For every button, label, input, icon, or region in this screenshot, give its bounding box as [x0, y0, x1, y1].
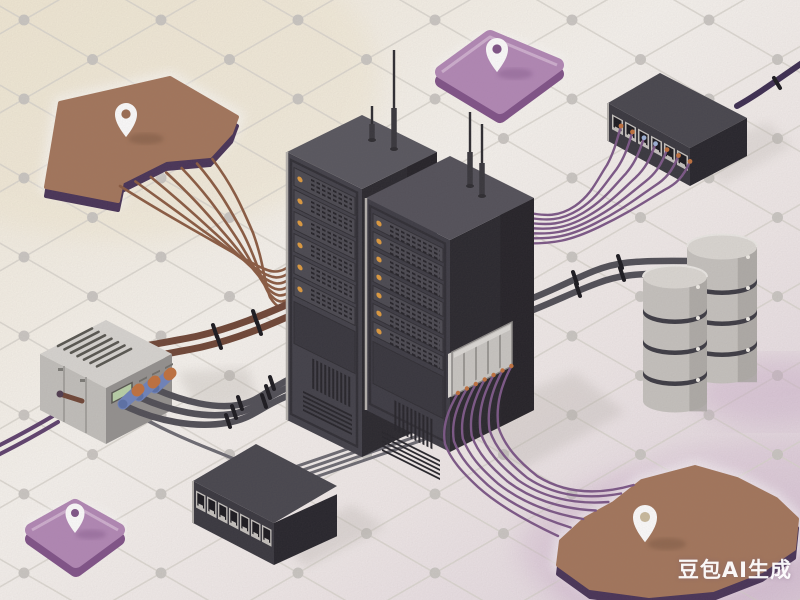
pin-shadow: [497, 68, 533, 80]
cable-tip: [509, 363, 514, 369]
cable-tip: [641, 135, 647, 141]
watermark: 豆包AI生成: [677, 558, 792, 582]
pin-hole: [639, 511, 651, 523]
db-led: [746, 348, 750, 352]
cable-tip: [676, 153, 681, 158]
brown-stub-cap: [56, 390, 64, 398]
db-led: [696, 347, 700, 351]
router-seam-mark: [80, 379, 85, 382]
db-led: [746, 286, 750, 290]
antenna-mount: [390, 147, 398, 151]
pin-hole: [492, 44, 502, 54]
cable-tip: [664, 147, 670, 153]
cable-tip: [500, 368, 505, 373]
cable-tip: [455, 390, 461, 396]
antenna-mount: [478, 194, 486, 198]
db-led: [696, 316, 700, 320]
db-led: [696, 285, 700, 289]
antenna-mount: [466, 184, 474, 188]
connector-cap: [118, 399, 128, 409]
cable-tip: [482, 377, 487, 382]
cable-tip: [491, 372, 496, 378]
cable-tip: [630, 129, 635, 135]
pin-hole: [71, 509, 79, 517]
pin-shadow: [128, 133, 164, 145]
cable-tip: [687, 159, 693, 164]
cable-tip: [618, 123, 624, 129]
cable-tip: [464, 386, 470, 391]
connector-ring: [131, 383, 145, 397]
pin-shadow: [647, 538, 687, 550]
router-seam-mark: [58, 368, 63, 371]
rack-front-face: [287, 152, 362, 457]
cable-tip: [653, 141, 658, 147]
db-led: [696, 378, 700, 382]
pin-hole: [121, 109, 131, 119]
pin-shadow: [75, 529, 107, 540]
connector-ring: [163, 367, 177, 381]
cable-tip: [473, 381, 478, 387]
db-led: [746, 317, 750, 321]
connector-ring: [147, 375, 161, 389]
antenna-mount: [368, 138, 376, 142]
